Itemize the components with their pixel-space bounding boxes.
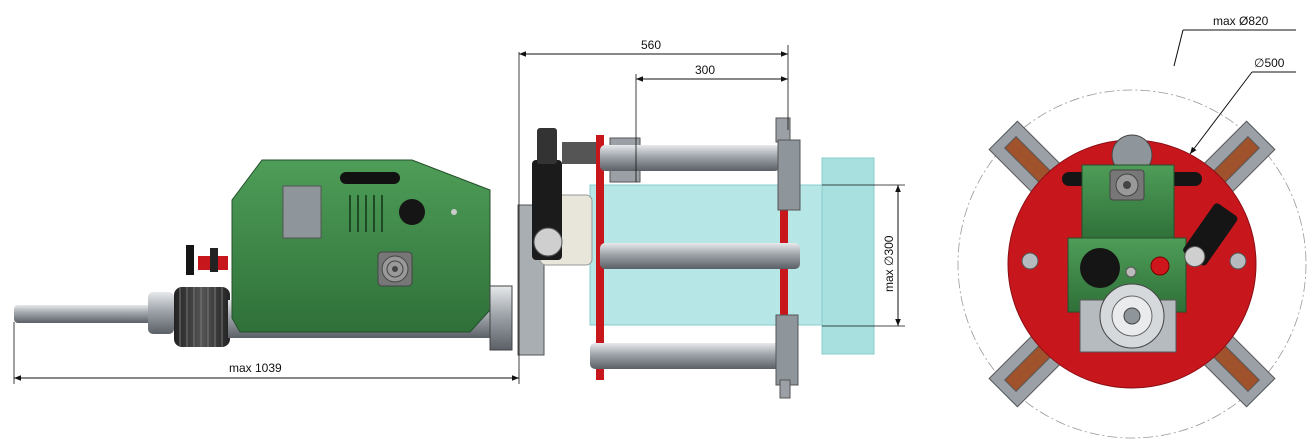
vertical-motor (532, 128, 602, 260)
spindle-hub (1123, 307, 1141, 325)
dim-swing-diameter-label: max Ø820 (1213, 14, 1269, 28)
clamp-screw-top (775, 117, 801, 211)
disc-bolt-right (1229, 252, 1247, 270)
dim-span-total: 560 (519, 38, 789, 130)
dim-length-label: max 1039 (229, 361, 282, 375)
front-fan (1109, 169, 1145, 201)
housing-handle (340, 172, 400, 184)
dim-pipe-diameter: max ∅300 (822, 184, 905, 327)
feed-crank (186, 245, 228, 275)
pipe-end (821, 157, 875, 355)
screw (451, 209, 457, 215)
side-view: max 1039 560 300 max ∅300 (13, 38, 905, 399)
disc-bolt-left (1021, 252, 1039, 270)
clamp-screw-bottom (775, 314, 799, 399)
fan-grille (377, 251, 413, 287)
guide-rod-top (600, 145, 780, 171)
bellows (174, 287, 230, 347)
guide-rod-bottom (590, 343, 790, 369)
dim-ring-diameter-label: ∅500 (1254, 56, 1285, 70)
knob (399, 199, 425, 225)
spindle-shaft (14, 305, 154, 323)
dim-length: max 1039 (13, 52, 520, 384)
front-flange (489, 285, 513, 351)
dim-ring-diameter: ∅500 (1189, 56, 1296, 155)
dim-pipe-diameter-label: max ∅300 (882, 235, 896, 292)
dim-span-inner: 300 (635, 63, 788, 182)
connector-box (282, 185, 322, 239)
guide-rod-middle (600, 243, 800, 269)
dim-span-total-label: 560 (641, 38, 661, 52)
cooling-slots (349, 195, 383, 232)
motor-housing (231, 159, 491, 333)
swing-circle (957, 89, 1307, 439)
side-motor (1183, 203, 1238, 268)
front-knob (1080, 248, 1120, 288)
dim-swing-diameter: max Ø820 (1173, 14, 1296, 67)
small-button (1125, 266, 1137, 278)
shaft-collar (148, 292, 174, 334)
front-view: max Ø820 ∅500 (957, 14, 1307, 439)
dim-span-inner-label: 300 (695, 63, 715, 77)
red-button (1150, 256, 1170, 276)
